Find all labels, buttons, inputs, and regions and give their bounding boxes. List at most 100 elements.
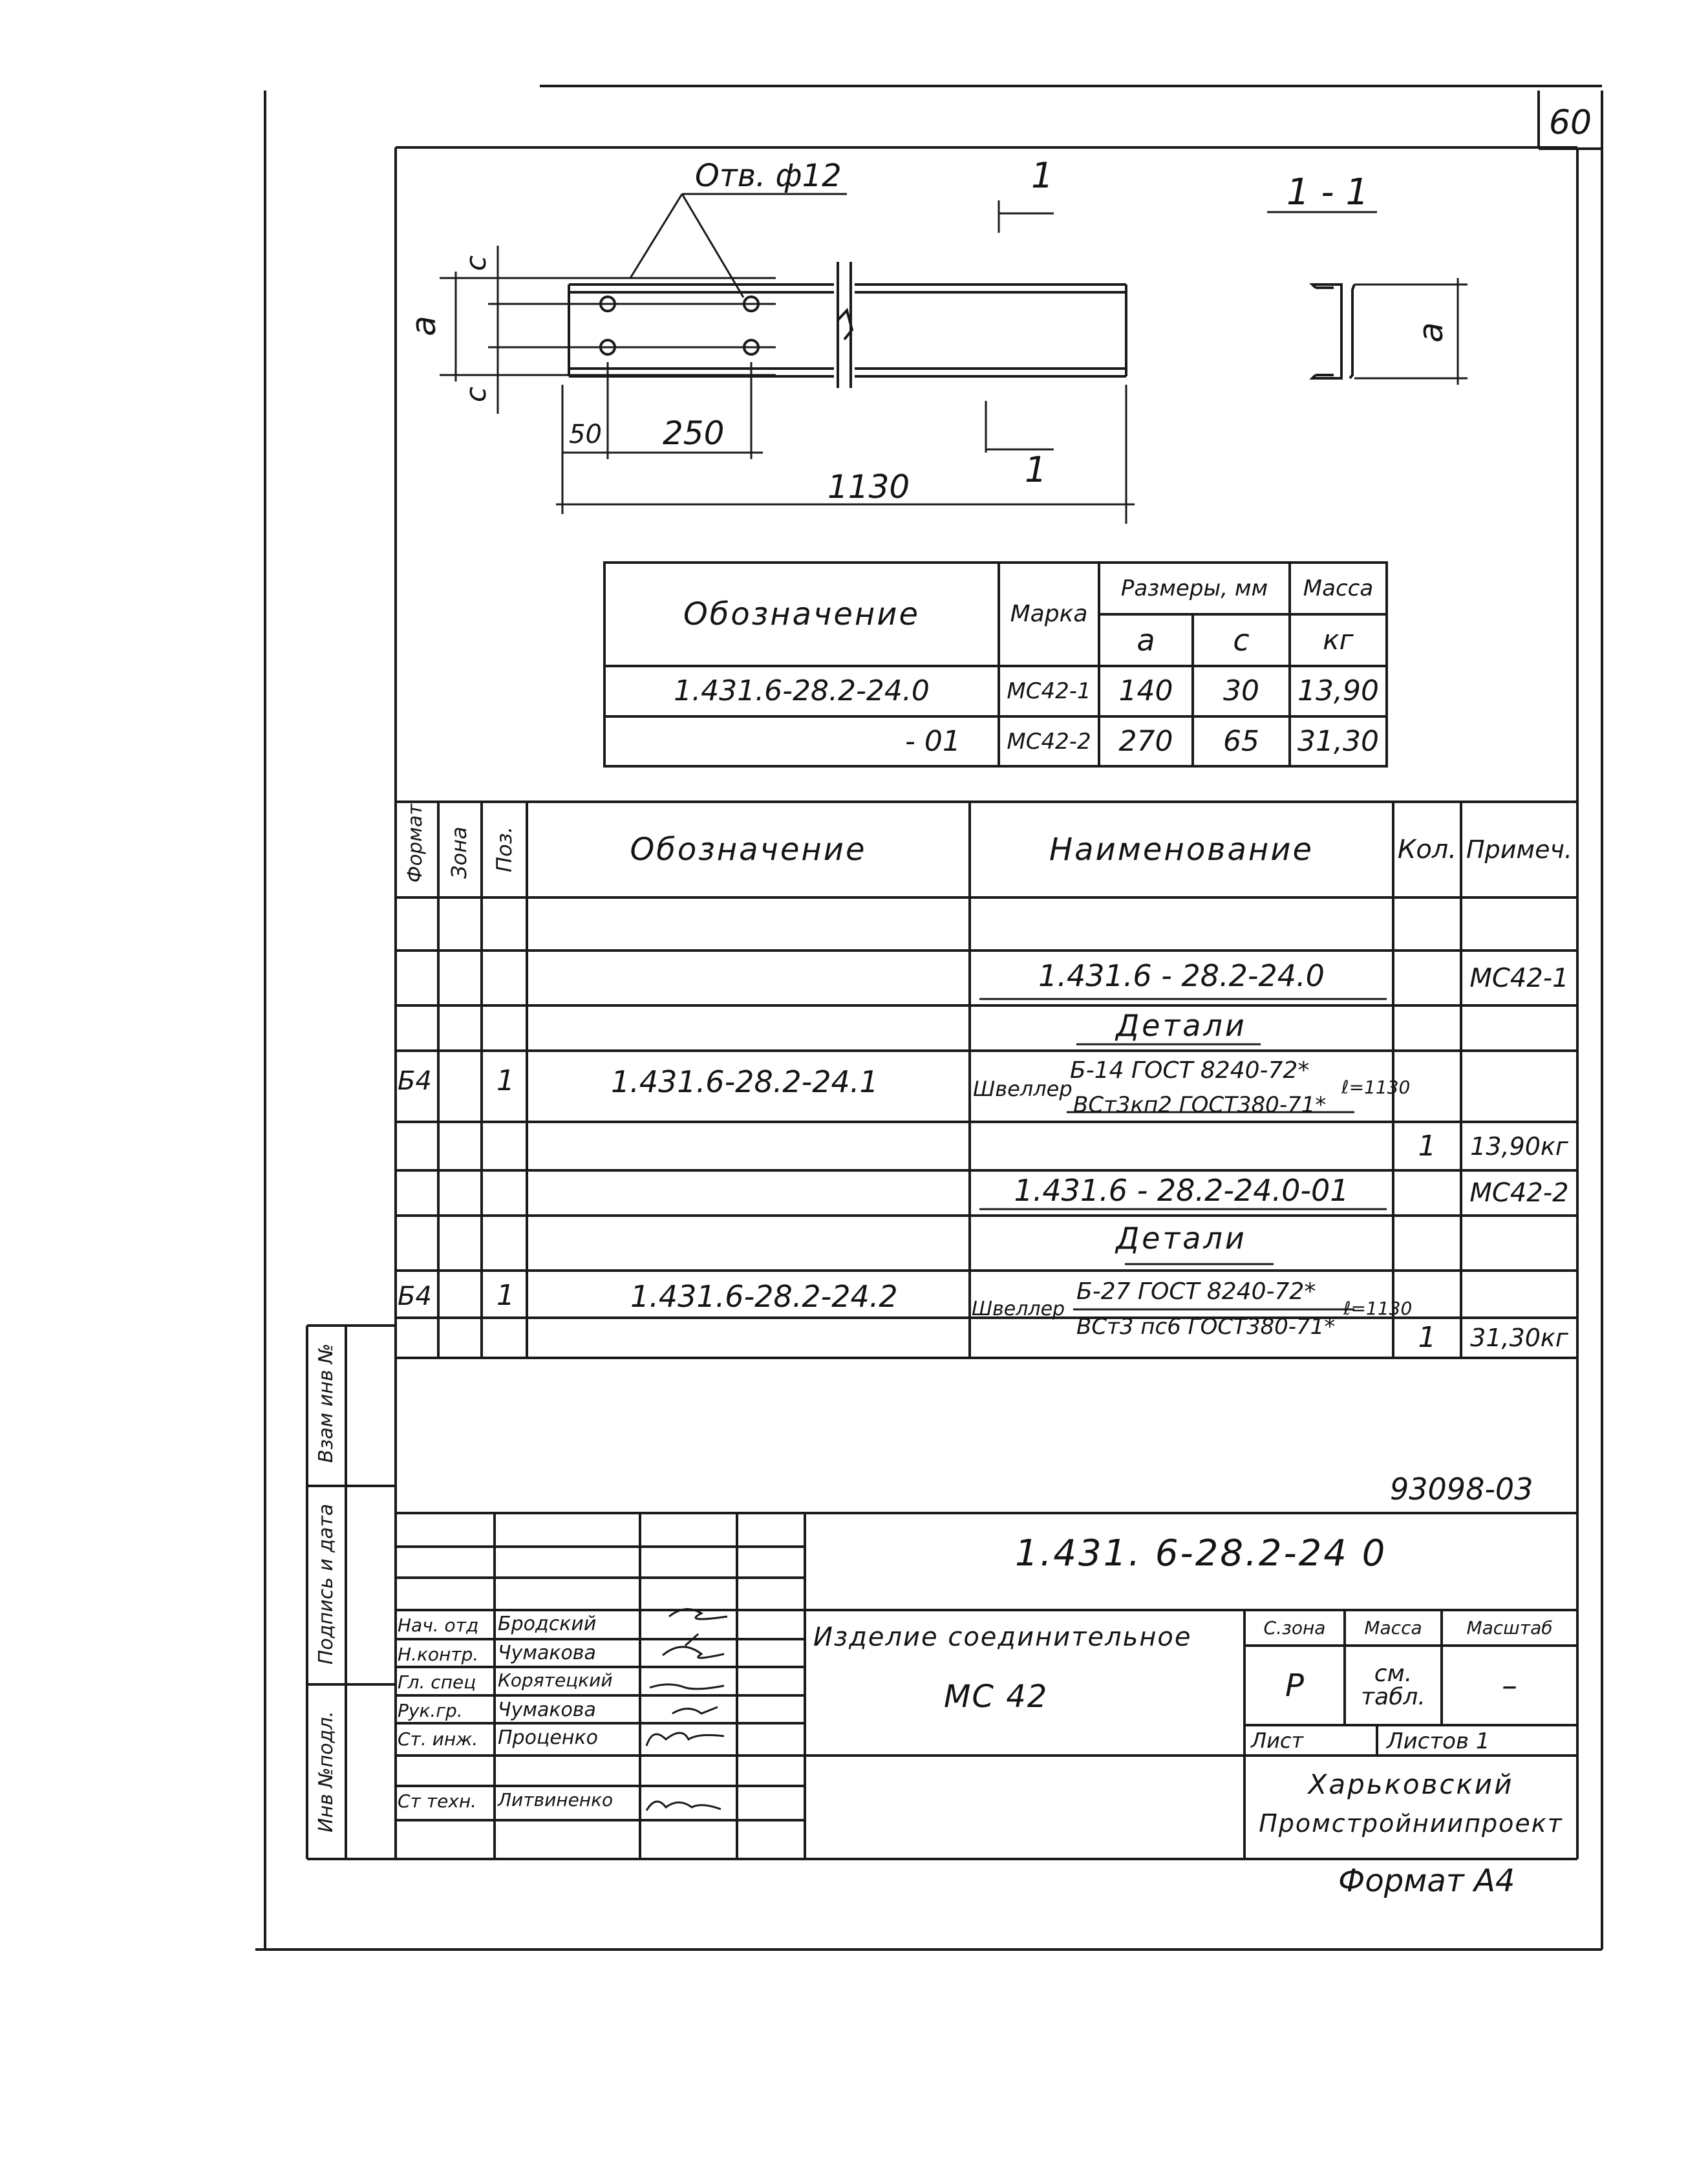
title-name-line1: Изделие соединительное [813, 1622, 1192, 1652]
page-number: 60 [1548, 103, 1592, 142]
spec-details-1: Детали [1116, 1008, 1247, 1043]
spec-item-2-name-prefix: Швеллер [972, 1298, 1065, 1320]
section-title: 1 - 1 [1286, 171, 1369, 213]
spec-details-2: Детали [1116, 1221, 1247, 1256]
size-table-h-kg: кг [1323, 624, 1354, 656]
plan-dimensions [440, 200, 1377, 524]
size-row-2-designation: - 01 [905, 725, 961, 758]
spec-item-1-format: Б4 [398, 1066, 432, 1096]
spec-item-2-designation: 1.431.6-28.2-24.2 [630, 1279, 898, 1314]
spec-h-pos: Поз. [492, 826, 517, 872]
side-label-replace-inv: Взам инв № [315, 1343, 337, 1463]
size-row-2-c: 65 [1223, 724, 1259, 758]
role-4-name: Чумакова [498, 1699, 596, 1721]
size-row-2-a: 270 [1118, 724, 1173, 758]
title-h-stage: С.зона [1263, 1617, 1326, 1638]
spec-item-1-name-bottom: ВСт3кп2 ГОСТ380-71* [1073, 1092, 1327, 1118]
role-5: Ст. инж. [398, 1728, 478, 1750]
plan-dim-a: a [404, 316, 443, 336]
spec-h-qty: Кол. [1397, 835, 1457, 865]
plan-dim-c-bottom: c [460, 386, 493, 403]
side-stamp-grid [306, 1324, 396, 1860]
side-label-inv-orig: Инв №подл. [315, 1711, 337, 1832]
section-channel [1309, 278, 1468, 385]
title-code: 1.431. 6-28.2-24 0 [1015, 1532, 1387, 1574]
title-scale: – [1502, 1667, 1517, 1704]
role-1-name: Бродский [498, 1613, 597, 1635]
spec-item-2-format: Б4 [398, 1282, 432, 1311]
org-line1: Харьковский [1308, 1768, 1514, 1800]
role-7: Ст техн. [398, 1790, 477, 1812]
spec-item-2-length: ℓ=1130 [1343, 1298, 1413, 1319]
spec-item-1-designation: 1.431.6-28.2-24.1 [611, 1064, 879, 1099]
dim-1130: 1130 [827, 468, 910, 506]
role-2: Н.контр. [398, 1644, 479, 1665]
size-row-2-mass: 31,30 [1297, 724, 1379, 758]
size-row-2-mark: МС42-2 [1007, 728, 1091, 755]
archive-number: 93098-03 [1390, 1472, 1533, 1507]
section-mark-bottom: 1 [1025, 449, 1047, 490]
spec-item-1-length: ℓ=1130 [1341, 1077, 1411, 1098]
title-name-line2: МС 42 [944, 1679, 1049, 1715]
size-table-h-sizes: Размеры, мм [1120, 575, 1268, 601]
spec-item-2-name-top: Б-27 ГОСТ 8240-72* [1076, 1278, 1316, 1305]
title-h-mass: Масса [1364, 1617, 1422, 1638]
spec-item-2-qty: 1 [1418, 1321, 1436, 1354]
title-sheets-label: Листов 1 [1387, 1728, 1490, 1754]
size-row-1-designation: 1.431.6-28.2-24.0 [674, 674, 930, 707]
size-table-h-mass: Масса [1303, 575, 1374, 601]
spec-h-format: Формат [404, 804, 427, 883]
section-mark-top: 1 [1031, 155, 1054, 196]
spec-item-1-qty: 1 [1418, 1129, 1436, 1163]
size-row-1-c: 30 [1223, 674, 1259, 707]
channel-plan-view [568, 193, 1127, 388]
spec-assembly-2-note: МС42-2 [1469, 1178, 1569, 1208]
section-dim-a: a [1411, 322, 1451, 343]
title-mass: см. табл. [1361, 1660, 1425, 1710]
spec-assembly-2: 1.431.6 - 28.2-24.0-01 [1014, 1173, 1349, 1208]
size-table-grid [603, 561, 1388, 768]
spec-assembly-1-note: МС42-1 [1469, 963, 1569, 993]
size-row-1-a: 140 [1118, 674, 1173, 707]
dim-50: 50 [569, 420, 602, 449]
side-label-sign-date: Подпись и дата [315, 1503, 337, 1665]
spec-item-1-name-prefix: Швеллер [973, 1077, 1073, 1101]
size-table-h-c: c [1233, 623, 1250, 658]
role-2-name: Чумакова [498, 1642, 596, 1664]
title-stage: Р [1285, 1667, 1304, 1704]
role-5-name: Проценко [498, 1726, 598, 1749]
title-sheet-label: Лист [1251, 1728, 1304, 1753]
spec-h-designation: Обозначение [630, 832, 867, 868]
size-table-h-a: a [1137, 623, 1155, 658]
format-label: Формат А4 [1338, 1863, 1515, 1899]
role-3-name: Корятецкий [498, 1670, 613, 1691]
spec-item-2-note: 31,30кг [1470, 1324, 1568, 1352]
role-3: Гл. спец [398, 1671, 476, 1693]
spec-grid [396, 800, 1577, 1359]
spec-item-1-pos: 1 [496, 1064, 515, 1097]
size-row-1-mass: 13,90 [1297, 674, 1379, 707]
title-block-grid [396, 1512, 1577, 1859]
role-1: Нач. отд [398, 1615, 479, 1636]
signatures [645, 1608, 728, 1811]
spec-assembly-1: 1.431.6 - 28.2-24.0 [1038, 958, 1325, 993]
size-table-h-mark: Марка [1010, 601, 1088, 627]
spec-h-note: Примеч. [1466, 835, 1572, 864]
title-h-scale: Масштаб [1466, 1617, 1553, 1638]
org-line2: Промстройниипроект [1259, 1809, 1563, 1838]
spec-h-name: Наименование [1049, 832, 1314, 868]
spec-item-2-pos: 1 [496, 1279, 515, 1312]
size-row-1-mark: МС42-1 [1007, 678, 1091, 704]
hole-note: Отв. ф12 [695, 158, 842, 194]
spec-h-zone: Зона [447, 826, 471, 879]
spec-item-2-name-bottom: ВСт3 пс6 ГОСТ380-71* [1076, 1314, 1336, 1340]
dim-250: 250 [663, 414, 725, 452]
spec-item-1-name-top: Б-14 ГОСТ 8240-72* [1070, 1057, 1310, 1084]
role-4: Рук.гр. [398, 1700, 463, 1721]
role-7-name: Литвиненко [498, 1789, 614, 1810]
spec-item-1-note: 13,90кг [1470, 1132, 1568, 1161]
plan-dim-c-top: c [460, 255, 493, 272]
size-table-h-designation: Обозначение [683, 596, 921, 632]
